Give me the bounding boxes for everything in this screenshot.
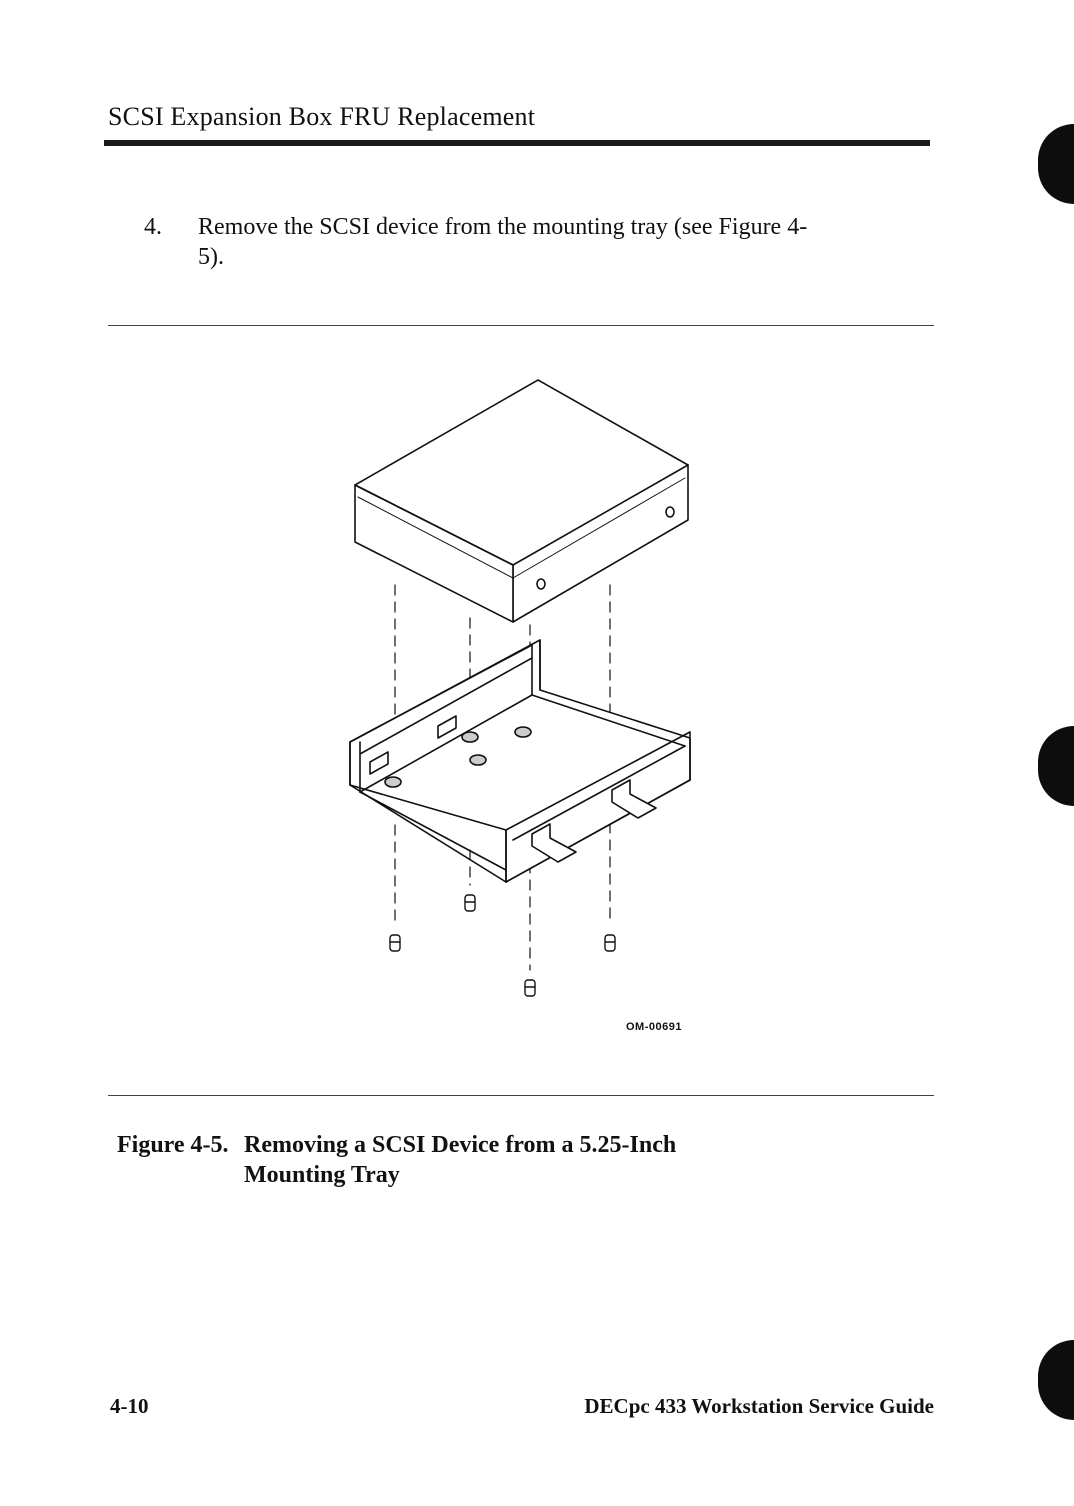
thumb-tab-top (1038, 124, 1074, 204)
figure-top-rule (108, 325, 934, 326)
figure-caption-text: Removing a SCSI Device from a 5.25-Inch … (244, 1130, 744, 1190)
screw (605, 935, 615, 951)
scsi-device-tray-illustration (300, 360, 740, 1050)
step-number: 4. (144, 212, 162, 242)
screw (465, 895, 475, 911)
page-header-title: SCSI Expansion Box FRU Replacement (108, 102, 535, 132)
figure-bottom-rule (108, 1095, 934, 1096)
screw (390, 935, 400, 951)
thumb-tab-middle (1038, 726, 1074, 806)
step-text: Remove the SCSI device from the mounting… (198, 212, 818, 272)
figure-code: OM-00691 (626, 1021, 682, 1033)
figure-caption-label: Figure 4-5. (117, 1130, 229, 1160)
mounting-tray (350, 640, 690, 882)
thumb-tab-bottom (1038, 1340, 1074, 1420)
screw (525, 980, 535, 996)
guide-title: DECpc 433 Workstation Service Guide (584, 1394, 934, 1419)
mounting-screws (390, 895, 615, 996)
scsi-device-box (355, 380, 688, 622)
header-rule (104, 140, 930, 146)
page-number: 4-10 (110, 1394, 149, 1419)
